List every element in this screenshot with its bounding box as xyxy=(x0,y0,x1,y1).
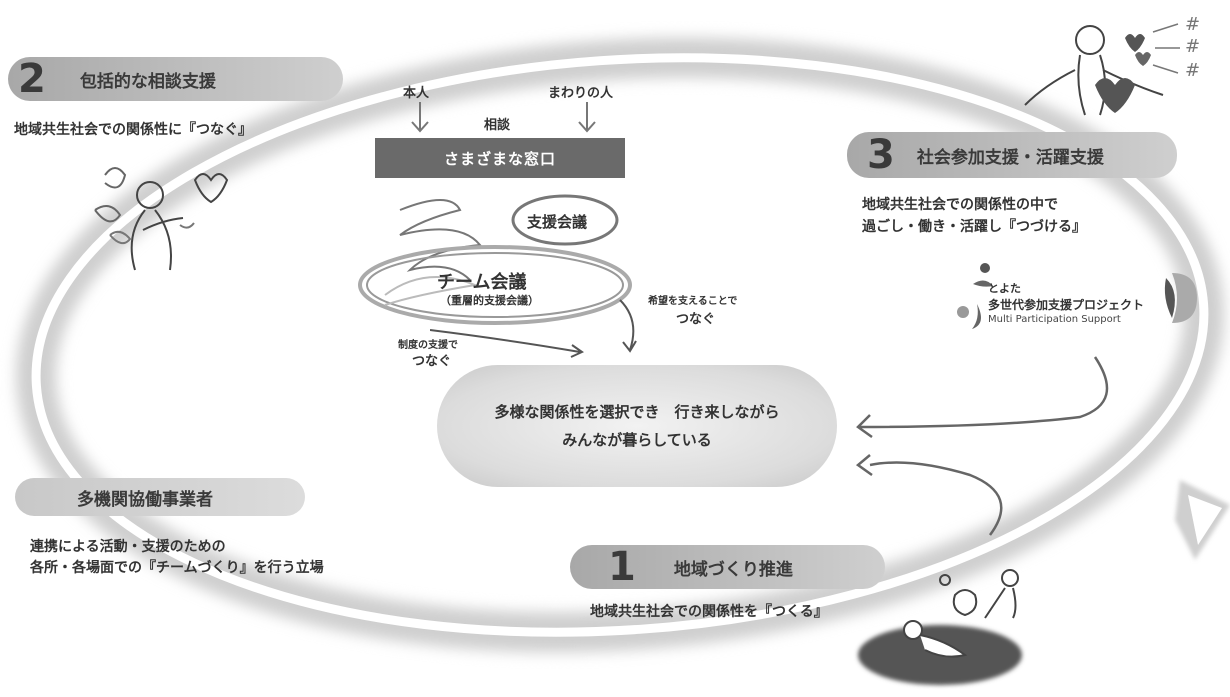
right-arrows xyxy=(855,356,1109,536)
logo-line1: とよた xyxy=(988,282,1021,295)
section3-subtitle-line1: 地域共生社会での関係性の中で xyxy=(862,197,1058,213)
team-meeting-label: チーム会議 xyxy=(437,272,527,293)
person-label: 本人 xyxy=(403,86,430,101)
person-heart-illustration xyxy=(94,167,229,271)
multi-agency-line2: 各所・各場面での『チームづくり』を行う立場 xyxy=(30,560,324,576)
consultation-windows: さまざまな窓口 xyxy=(375,138,625,178)
section2-subtitle: 地域共生社会での関係性に『つなぐ』 xyxy=(14,122,252,138)
center-line2: みんなが暮らしている xyxy=(562,431,712,449)
section3-title: 社会参加支援・活躍支援 xyxy=(916,147,1104,168)
surrounding-people-label: まわりの人 xyxy=(548,86,614,101)
center-line1: 多様な関係性を選択でき 行き来しながら xyxy=(494,403,780,421)
meetings-scribble xyxy=(358,194,632,325)
section1-header: 1 地域づくり推進 xyxy=(570,544,885,590)
multi-agency-title: 多機関協働事業者 xyxy=(77,489,213,510)
multi-agency-line1: 連携による活動・支援のための xyxy=(30,539,226,555)
section2-number: 2 xyxy=(18,56,46,102)
center-message: 多様な関係性を選択でき 行き来しながら みんなが暮らしている xyxy=(437,365,837,487)
section3-subtitle-line2: 過ごし・働き・活躍し『つづける』 xyxy=(862,219,1086,235)
multi-agency-header: 多機関協働事業者 xyxy=(15,478,305,516)
svg-text:#: # xyxy=(1185,36,1200,57)
consult-label: 相談 xyxy=(484,118,511,133)
svg-text:#: # xyxy=(1185,60,1200,81)
section3-header: 3 社会参加支援・活躍支援 xyxy=(847,132,1177,178)
system-support-line1: 制度の支援で xyxy=(398,340,458,351)
logo-mark-icon xyxy=(957,263,993,329)
svg-text:#: # xyxy=(1185,14,1200,35)
logo-line2: 多世代参加支援プロジェクト xyxy=(988,298,1145,312)
connector-arrows xyxy=(430,299,637,358)
person-hearts-illustration: # # # xyxy=(1024,14,1200,116)
system-support-line2: つなぐ xyxy=(412,354,452,369)
section1-subtitle: 地域共生社会での関係性を『つくる』 xyxy=(590,604,828,620)
section2-header: 2 包括的な相談支援 xyxy=(8,56,343,102)
team-meeting-sublabel: （重層的支援会議） xyxy=(440,294,539,307)
section1-number: 1 xyxy=(608,544,636,590)
down-arrows xyxy=(411,102,596,133)
hope-support-line1: 希望を支えることで xyxy=(648,296,738,307)
section2-title: 包括的な相談支援 xyxy=(79,71,216,92)
support-meeting-label: 支援会議 xyxy=(527,213,588,231)
section1-title: 地域づくり推進 xyxy=(673,559,793,580)
playing-people-illustration xyxy=(903,569,1019,658)
logo-line3: Multi Participation Support xyxy=(988,314,1121,325)
section3-number: 3 xyxy=(867,132,895,178)
logo-shape-icon xyxy=(1164,273,1197,323)
hope-support-line2: つなぐ xyxy=(676,312,716,327)
